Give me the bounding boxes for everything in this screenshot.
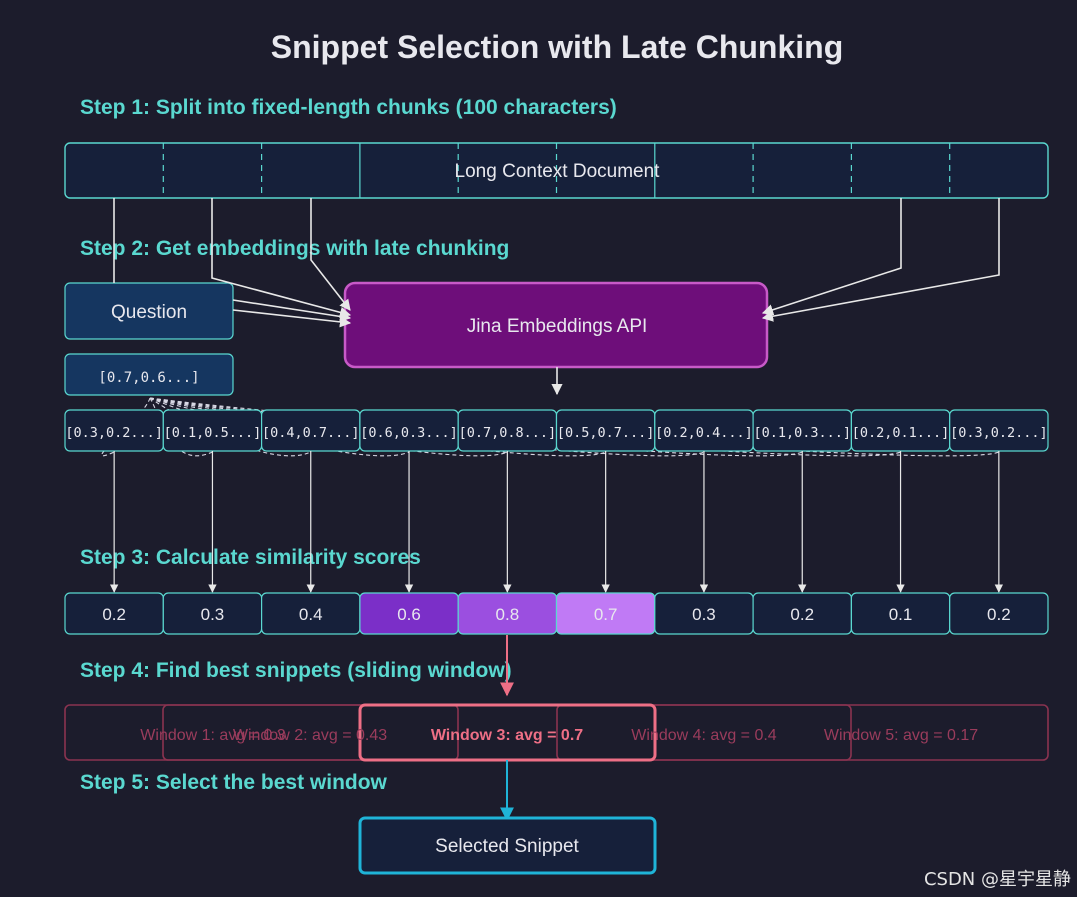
- chunk-embedding-label: [0.4,0.7...]: [262, 425, 360, 441]
- chunk-embedding-5: [0.7,0.8...]: [457, 409, 558, 452]
- chunk-embedding-4: [0.6,0.3...]: [359, 409, 459, 452]
- watermark: CSDN @星宇星静: [923, 869, 1071, 890]
- comparison-curve: [149, 397, 705, 457]
- chunk-embedding-2: [0.1,0.5...]: [162, 409, 263, 452]
- chunk-embedding-7: [0.2,0.4...]: [654, 409, 754, 452]
- score-value: 0.4: [299, 605, 323, 624]
- comparison-curve: [149, 397, 213, 457]
- chunk-embedding-label: [0.2,0.1...]: [852, 425, 950, 441]
- embedding-to-score-arrows: [109, 451, 1004, 593]
- score-value: 0.3: [692, 605, 716, 624]
- score-value: 0.3: [201, 605, 225, 624]
- question-embedding-box: [0.7,0.6...]: [64, 353, 234, 396]
- score-cell-1: 0.2: [64, 592, 164, 635]
- chunk-embedding-label: [0.6,0.3...]: [360, 425, 458, 441]
- chunk-embedding-6: [0.5,0.7...]: [555, 409, 656, 452]
- chunk-embedding-8: [0.1,0.3...]: [752, 409, 852, 452]
- chunk-embedding-label: [0.1,0.5...]: [164, 425, 262, 441]
- document-label: Long Context Document: [455, 161, 661, 182]
- score-value: 0.2: [790, 605, 814, 624]
- comparison-curve: [149, 397, 311, 457]
- chunk-embedding-1: [0.3,0.2...]: [64, 409, 164, 452]
- chunk-embedding-label: [0.3,0.2...]: [65, 425, 163, 441]
- chunk-embedding-3: [0.4,0.7...]: [261, 409, 361, 452]
- similarity-scores-row: 0.2 0.3 0.4 0.6 0.8 0.7 0.3 0.2 0.1 0.2: [64, 592, 1049, 635]
- question-embedding-label: [0.7,0.6...]: [98, 370, 199, 386]
- score-cell-5: 0.8: [457, 592, 558, 635]
- sliding-window-section: Window 1: avg = 0.3 Window 2: avg = 0.43…: [64, 703, 1049, 762]
- window-4-label: Window 4: avg = 0.4: [631, 727, 777, 744]
- question-label: Question: [111, 302, 187, 323]
- step-5-heading: Step 5: Select the best window: [80, 771, 388, 794]
- score-cell-10: 0.2: [949, 592, 1049, 635]
- window-3-label: Window 3: avg = 0.7: [431, 727, 583, 744]
- question-box: Question: [64, 282, 234, 340]
- score-cell-3: 0.4: [261, 592, 361, 635]
- chunk-embedding-label: [0.3,0.2...]: [950, 425, 1048, 441]
- chunk-embedding-label: [0.1,0.3...]: [753, 425, 851, 441]
- score-cell-6: 0.7: [555, 592, 656, 635]
- score-value: 0.6: [397, 605, 421, 624]
- comparison-curve: [149, 397, 1000, 457]
- chunk-embedding-label: [0.5,0.7...]: [557, 425, 655, 441]
- api-label: Jina Embeddings API: [467, 316, 648, 337]
- chunk-embedding-label: [0.7,0.8...]: [459, 425, 557, 441]
- score-cell-4: 0.6: [359, 592, 459, 635]
- chunk-embedding-label: [0.2,0.4...]: [655, 425, 753, 441]
- comparison-curve: [149, 397, 508, 457]
- score-cell-7: 0.3: [654, 592, 754, 635]
- document-to-api-arrows: [113, 198, 1000, 396]
- window-2-label: Window 2: avg = 0.43: [233, 727, 387, 744]
- step-2-heading: Step 2: Get embeddings with late chunkin…: [80, 237, 509, 260]
- window-1-label: Window 1: avg = 0.3: [140, 727, 286, 744]
- jina-api-box: Jina Embeddings API: [343, 281, 769, 369]
- document-box: Long Context Document: [64, 142, 1049, 199]
- window-5-label: Window 5: avg = 0.17: [824, 727, 978, 744]
- score-cell-2: 0.3: [162, 592, 263, 635]
- step-4-heading: Step 4: Find best snippets (sliding wind…: [80, 659, 512, 682]
- selected-snippet-label: Selected Snippet: [435, 836, 579, 857]
- chunk-embedding-9: [0.2,0.1...]: [850, 409, 951, 452]
- diagram-title: Snippet Selection with Late Chunking: [271, 29, 843, 65]
- score-value: 0.1: [889, 605, 913, 624]
- score-value: 0.2: [987, 605, 1011, 624]
- chunk-embedding-10: [0.3,0.2...]: [949, 409, 1049, 452]
- step-3-heading: Step 3: Calculate similarity scores: [80, 546, 421, 569]
- step-1-heading: Step 1: Split into fixed-length chunks (…: [80, 96, 617, 119]
- score-cell-8: 0.2: [752, 592, 852, 635]
- comparison-curve: [149, 397, 901, 457]
- score-value: 0.8: [496, 605, 520, 624]
- comparison-curve: [101, 397, 151, 457]
- chunk-embeddings-row: [0.3,0.2...][0.1,0.5...][0.4,0.7...][0.6…: [64, 409, 1049, 452]
- score-value: 0.2: [102, 605, 126, 624]
- selected-snippet-box: Selected Snippet: [358, 816, 657, 875]
- score-value: 0.7: [594, 605, 618, 624]
- score-cell-9: 0.1: [850, 592, 951, 635]
- comparison-curve: [149, 397, 606, 457]
